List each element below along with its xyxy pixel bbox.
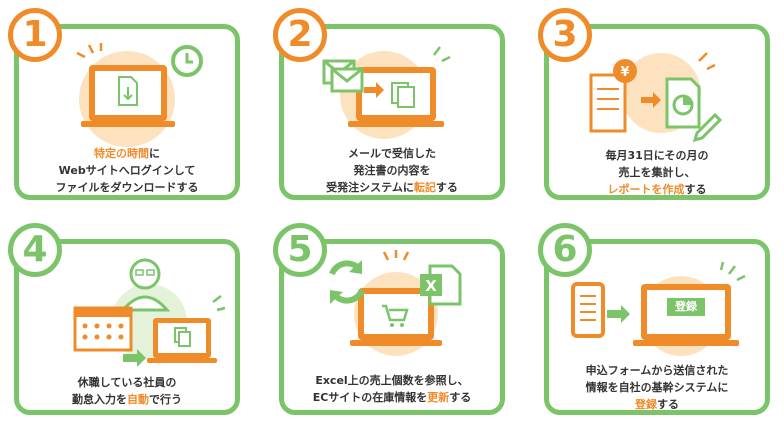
caption-highlight: 更新 bbox=[427, 391, 450, 404]
sparkle-lines bbox=[76, 43, 103, 59]
inventory-update-illustration: X bbox=[329, 250, 462, 356]
refresh-icon bbox=[329, 260, 365, 304]
pie-chart-document-icon bbox=[665, 77, 701, 129]
download-file-icon bbox=[118, 76, 138, 106]
calendar-icon bbox=[73, 306, 133, 352]
step-card-1: 特定の時間に Webサイトへログインして ファイルをダウンロードする bbox=[14, 24, 240, 200]
laptop-base bbox=[633, 340, 739, 346]
svg-text:X: X bbox=[425, 277, 437, 295]
employee-avatar-icon bbox=[119, 258, 171, 312]
caption-highlight: 特定の時間 bbox=[94, 147, 149, 160]
attendance-illustration bbox=[73, 258, 226, 367]
caption-highlight: 転記 bbox=[413, 181, 436, 194]
step-caption-1: 特定の時間に Webサイトへログインして ファイルをダウンロードする bbox=[55, 147, 199, 194]
caption-highlight: 登録 bbox=[635, 398, 657, 411]
pencil-icon bbox=[692, 112, 723, 143]
step-caption-6: 申込フォームから送信された 情報を自社の基幹システムに 登録する bbox=[585, 364, 729, 411]
document-icon bbox=[391, 82, 415, 108]
sparkle-lines bbox=[719, 261, 746, 282]
sparkle-lines bbox=[382, 250, 410, 261]
smartphone-icon bbox=[571, 282, 605, 338]
report-illustration: ¥ bbox=[589, 52, 723, 143]
step-number-4: 4 bbox=[8, 223, 62, 277]
step-number-3: 3 bbox=[538, 8, 592, 62]
step-caption-3: 毎月31日にその月の 売上を集計し、 レポートを作成する bbox=[605, 149, 709, 196]
sparkle-lines bbox=[433, 46, 451, 63]
caption-highlight: レポートを作成 bbox=[607, 183, 685, 196]
step-number-2: 2 bbox=[273, 8, 327, 62]
sparkle-lines bbox=[698, 52, 716, 71]
excel-icon: X bbox=[420, 264, 462, 306]
mail-icon bbox=[322, 59, 364, 93]
arrow-right-icon bbox=[641, 92, 661, 108]
arrow-right-icon bbox=[607, 305, 630, 323]
step-number-1: 1 bbox=[8, 8, 62, 62]
arrow-right-icon bbox=[364, 82, 384, 98]
step-caption-2: メールで受信した 発注書の内容を 受発注システムに転記する bbox=[326, 147, 458, 194]
step-number-6: 6 bbox=[538, 223, 592, 277]
receipt-icon bbox=[589, 73, 627, 133]
yen-coin-icon: ¥ bbox=[613, 59, 637, 83]
register-label: 登録 bbox=[675, 300, 697, 313]
register-label-box bbox=[667, 298, 705, 316]
laptop-base bbox=[81, 121, 175, 127]
shopping-cart-icon bbox=[382, 304, 409, 327]
caption-highlight: 自動 bbox=[127, 393, 149, 406]
laptop-download-illustration bbox=[76, 43, 203, 147]
step-caption-5: Excel上の売上個数を参照し、 ECサイトの在庫情報を更新する bbox=[312, 374, 472, 404]
laptop-base bbox=[348, 121, 444, 127]
step-number-5: 5 bbox=[273, 223, 327, 277]
svg-text:¥: ¥ bbox=[620, 65, 629, 80]
sparkle-lines bbox=[212, 295, 226, 312]
laptop-base bbox=[350, 340, 442, 346]
step-caption-4: 休職している社員の 勤怠入力を自動で行う bbox=[72, 376, 182, 406]
document-icon bbox=[174, 327, 191, 347]
arrow-right-icon bbox=[123, 349, 146, 367]
mail-to-laptop-illustration bbox=[322, 46, 451, 139]
laptop-base bbox=[147, 358, 217, 363]
registration-illustration bbox=[571, 261, 746, 356]
step-card-3: ¥ 毎月31日にその月の 売上を集計し、 レポートを作成する bbox=[544, 24, 770, 200]
clock-icon bbox=[171, 45, 203, 77]
